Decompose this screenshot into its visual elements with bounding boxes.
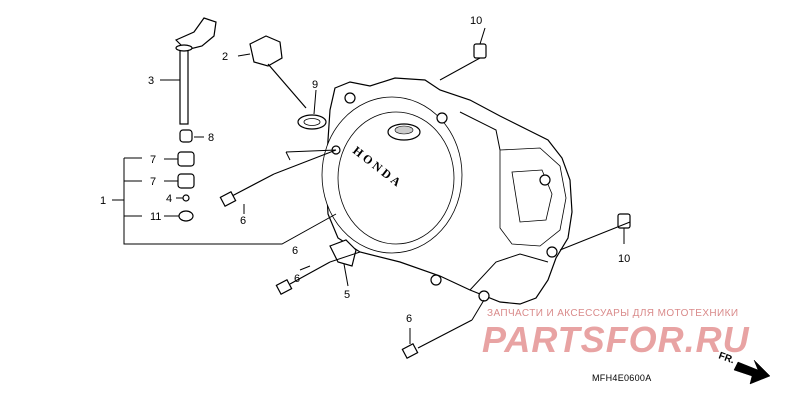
callout-8: 8 <box>208 132 214 144</box>
leader-lines <box>112 27 631 344</box>
callout-3: 3 <box>148 75 154 87</box>
part-7-grommet-upper <box>177 151 195 167</box>
arrow-right-icon <box>733 359 771 385</box>
filler-cap-head <box>249 35 283 67</box>
part-10-dowel-pin-top <box>473 43 487 59</box>
cover-rib <box>459 111 501 151</box>
callout-6-upper: 6 <box>240 215 246 227</box>
cover-lug <box>430 274 442 286</box>
callout-6-middle: 6 <box>292 245 298 257</box>
cover-lug <box>344 92 356 104</box>
callout-6-lower: 6 <box>294 273 300 285</box>
watermark: ЗАПЧАСТИ И АКСЕССУАРЫ ДЛЯ МОТОТЕХНИКИ PA… <box>482 308 750 360</box>
diagram-code: MFH4E0600A <box>592 373 652 383</box>
cover-dome-inner <box>337 111 455 245</box>
callout-4: 4 <box>166 193 172 205</box>
dipstick <box>267 63 307 109</box>
callout-9: 9 <box>312 79 318 91</box>
cover-lug <box>539 174 551 186</box>
bolt-shank <box>417 319 473 349</box>
front-direction-marker: FR. <box>717 350 771 385</box>
watermark-tagline: ЗАПЧАСТИ И АКСЕССУАРЫ ДЛЯ МОТОТЕХНИКИ <box>487 308 738 319</box>
callout-7-lower: 7 <box>150 176 156 188</box>
callout-1: 1 <box>100 195 106 207</box>
callout-10-top: 10 <box>470 15 482 27</box>
bolt-head <box>219 190 237 208</box>
assembly-bracket <box>123 158 337 245</box>
cover-lug <box>436 112 448 124</box>
cover-lug <box>478 290 490 302</box>
callout-labels: 10 2 3 9 8 7 7 4 11 1 6 6 6 5 6 10 <box>100 15 630 325</box>
front-direction-label: FR. <box>717 350 736 366</box>
bolt-head <box>275 278 293 296</box>
part-3-spindle <box>174 17 217 125</box>
bolt-shank <box>231 173 275 197</box>
callout-11: 11 <box>150 211 161 223</box>
callout-5: 5 <box>344 289 350 301</box>
bolt-upper-left <box>219 173 275 208</box>
bolt-lower-left <box>275 261 331 296</box>
callout-2: 2 <box>222 51 228 63</box>
part-7-grommet-lower <box>177 173 195 189</box>
part-2-filler-cap <box>249 35 307 109</box>
filler-hole <box>394 125 414 135</box>
part-11-washer <box>178 210 194 222</box>
spindle-collar <box>175 44 193 52</box>
bolt-head <box>401 342 419 360</box>
bolt-bottom <box>401 319 473 360</box>
part-4-clip <box>182 194 190 202</box>
o-ring-hole <box>303 118 321 126</box>
left-hardware-stack <box>177 129 195 222</box>
crankcase-cover: HONDA <box>321 77 573 305</box>
watermark-brand: PARTSFOR.RU <box>482 319 750 360</box>
part-8-nut <box>179 129 193 143</box>
callout-7-upper: 7 <box>150 154 156 166</box>
callout-10-right: 10 <box>618 253 630 265</box>
cover-lug <box>546 246 558 258</box>
cover-lower-rib <box>469 253 549 291</box>
bolt-shank <box>289 261 331 285</box>
spindle-shaft <box>179 47 189 125</box>
callout-6-bottom: 6 <box>406 313 412 325</box>
